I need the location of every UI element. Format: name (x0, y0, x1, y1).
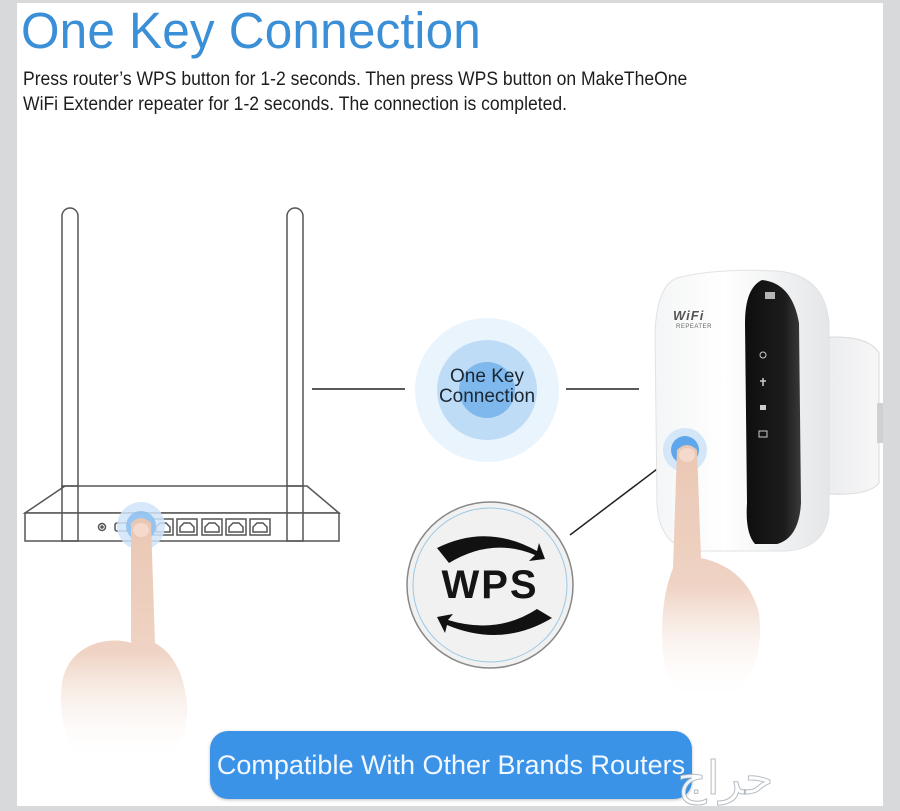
wifi-signal-icon (760, 378, 766, 386)
instructions-line-2: WiFi Extender repeater for 1-2 seconds. … (23, 93, 568, 115)
power-jack-icon (97, 522, 107, 532)
lan-icon (758, 430, 768, 438)
compatible-routers-button[interactable]: Compatible With Other Brands Routers (210, 731, 692, 799)
router-illustration (22, 207, 342, 542)
extender-top-icon (765, 292, 775, 299)
extender-plug (816, 336, 883, 495)
page-title: One Key Connection (21, 3, 482, 59)
power-icon (759, 351, 767, 359)
extender-logo: WiFi (673, 308, 705, 323)
badge-line-2: Connection (438, 386, 536, 407)
ethernet-icon (760, 405, 766, 410)
wps-badge (406, 459, 670, 669)
wps-label: WPS (441, 563, 539, 607)
haraj-watermark: حراج (676, 751, 774, 806)
badge-line-1: One Key (450, 366, 524, 387)
instructions-text: Press router’s WPS button for 1-2 second… (23, 67, 779, 117)
instructions-line-1: Press router’s WPS button for 1-2 second… (23, 68, 688, 90)
right-hand-illustration (662, 445, 761, 703)
wps-arrow-bottom-icon (437, 609, 552, 635)
extender-logo-sub: REPEATER (676, 324, 712, 330)
one-key-connection-label: One Key Connection (397, 367, 577, 407)
wps-arrow-top-icon (437, 536, 545, 563)
connection-diagram (22, 207, 883, 763)
one-key-connection-badge (415, 318, 559, 462)
left-hand-illustration (61, 518, 188, 763)
product-card: One Key Connection Press router’s WPS bu… (17, 3, 883, 806)
